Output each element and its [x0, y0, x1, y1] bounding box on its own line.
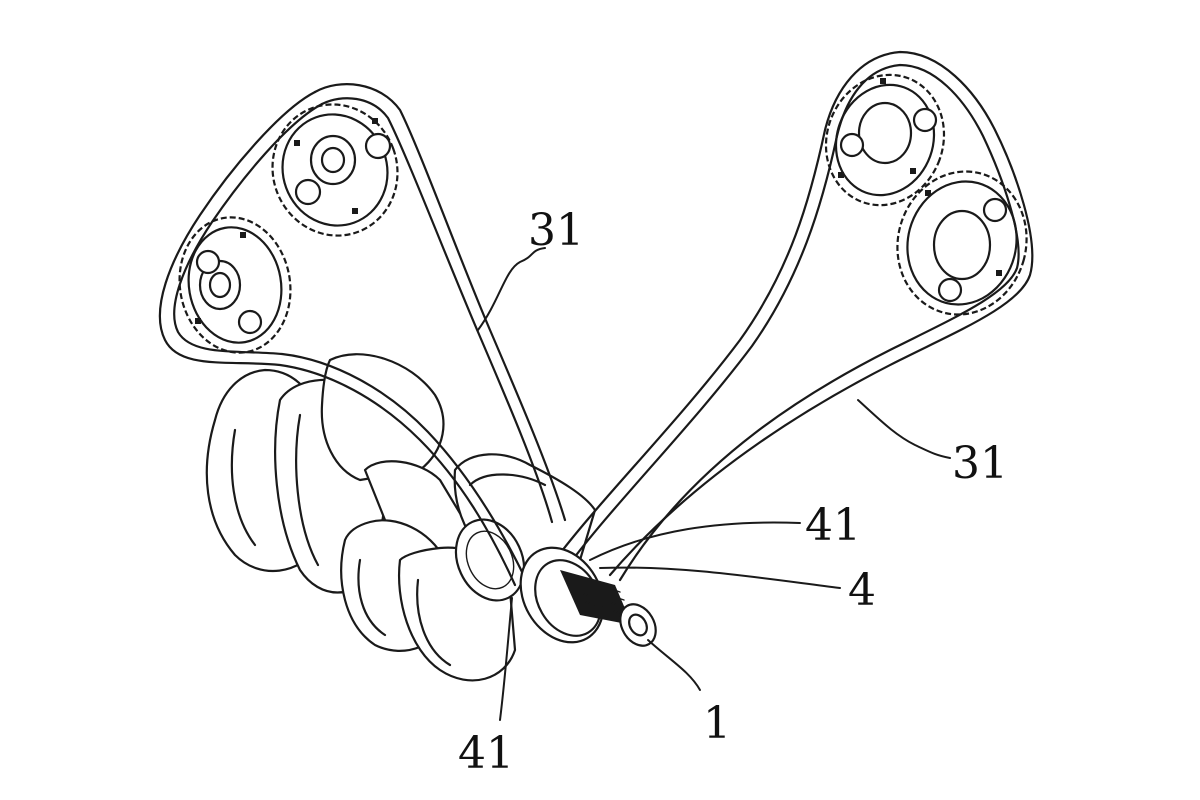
leader-tooth-upper: [589, 521, 801, 561]
crank-sprocket: [519, 546, 632, 644]
leader-crankshaft: [647, 639, 701, 691]
left-lower-cam-sprocket: [178, 216, 292, 354]
left-upper-cam-sprocket: [271, 103, 399, 237]
callout-belt-left: 31: [528, 205, 584, 256]
leader-lines: [477, 247, 951, 721]
callout-crankshaft: 1: [703, 698, 731, 749]
crankshaft-assembly: [205, 353, 597, 682]
leader-belt-left: [477, 247, 546, 331]
right-lower-cam-sprocket: [896, 170, 1028, 316]
left-timing-belt: [158, 83, 567, 587]
leader-sprocket-gear: [599, 566, 841, 589]
right-upper-cam-sprocket: [824, 73, 946, 207]
callout-belt-right: 31: [952, 438, 1008, 489]
callout-sprocket-gear: 4: [848, 565, 876, 616]
crankshaft-nose: [619, 603, 657, 647]
leader-belt-right: [857, 399, 951, 459]
callout-tooth-upper: 41: [805, 500, 861, 551]
leader-tooth-lower: [499, 597, 513, 721]
right-timing-belt: [553, 50, 1034, 582]
callout-tooth-lower: 41: [458, 728, 514, 779]
